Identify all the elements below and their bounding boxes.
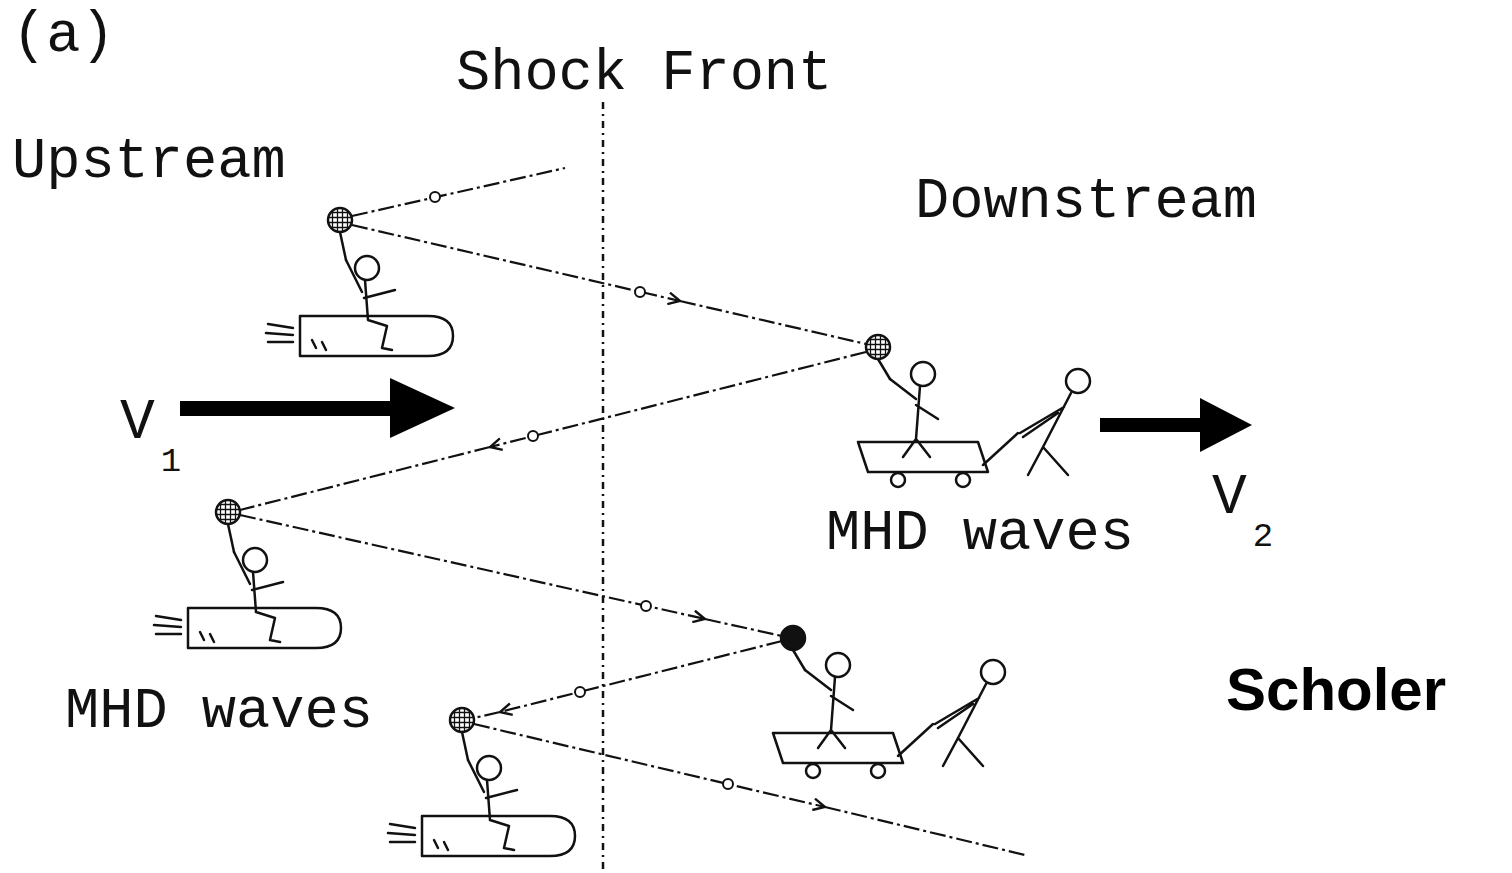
ion-path <box>680 301 866 344</box>
v2-arrow-head <box>1200 398 1252 452</box>
ion-path <box>705 619 782 636</box>
region-label: Downstream <box>915 174 1257 231</box>
ion-path <box>352 168 565 216</box>
ion-path <box>352 225 680 301</box>
v1-arrow-shaft <box>180 401 395 416</box>
ion-path <box>240 515 705 619</box>
ion-dot <box>635 287 645 297</box>
upstream-rider <box>154 524 341 648</box>
flow-arrows <box>180 378 1252 452</box>
wave-label: MHD waves <box>826 506 1134 563</box>
ion-path <box>825 807 1025 855</box>
ion-dot <box>430 192 440 202</box>
racket <box>866 335 890 359</box>
velocity-label: V2 <box>1212 519 1273 556</box>
v2-arrow-shaft <box>1100 418 1205 432</box>
ion-path <box>474 724 825 807</box>
author-credit: Scholer <box>1226 660 1446 720</box>
upstream-rider <box>266 232 453 356</box>
shock-front-label: Shock Front <box>456 46 832 103</box>
ion-dot <box>641 601 651 611</box>
ion-path <box>474 712 500 718</box>
ion-path <box>500 641 782 712</box>
ion-dot <box>723 779 733 789</box>
v1-arrow-head <box>390 378 455 438</box>
upstream-rider <box>388 732 575 856</box>
ion-dot <box>575 687 585 697</box>
downstream-cart <box>858 359 1090 487</box>
racket <box>216 500 240 524</box>
wave-label: MHD waves <box>65 684 373 741</box>
panel-letter: (a) <box>12 8 115 65</box>
ion-path <box>490 352 866 447</box>
racket-solid <box>781 626 805 650</box>
racket <box>450 708 474 732</box>
ions <box>430 192 733 789</box>
region-label: Upstream <box>12 134 286 191</box>
downstream-cart <box>773 650 1005 778</box>
ion-dot <box>528 431 538 441</box>
shock-front-line <box>602 102 605 873</box>
racket <box>328 208 352 232</box>
ion-path <box>240 447 490 510</box>
velocity-label: V1 <box>120 444 181 481</box>
